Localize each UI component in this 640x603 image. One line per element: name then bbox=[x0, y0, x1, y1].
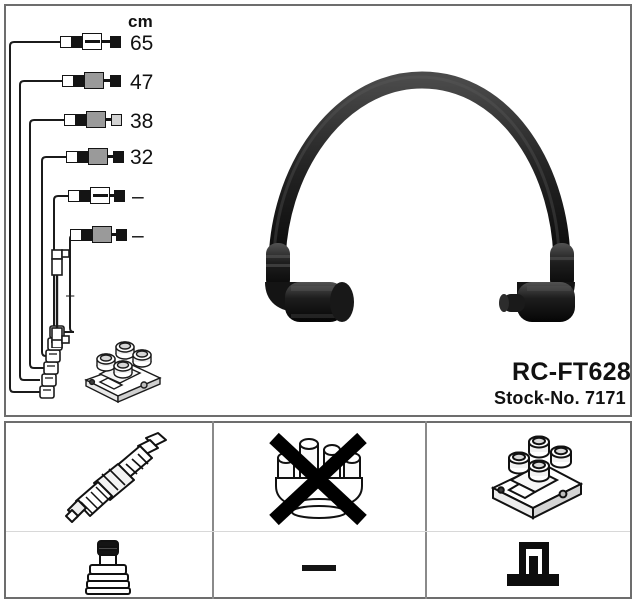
lead6-ferrule bbox=[81, 229, 92, 241]
lead2-ferrule bbox=[73, 75, 84, 87]
spark-plug-icon bbox=[65, 432, 167, 523]
lead4-boot bbox=[88, 148, 108, 165]
plug-boot-icon bbox=[85, 540, 131, 595]
lead2-terminal bbox=[110, 75, 121, 87]
panel-divider-right bbox=[425, 421, 427, 599]
length-value-3: 38 bbox=[130, 110, 154, 133]
lead1-ferrule bbox=[71, 36, 82, 48]
length-value-1: 65 bbox=[130, 32, 154, 55]
ignition-coil-icon bbox=[490, 435, 584, 520]
lead5-terminal bbox=[114, 190, 125, 202]
coil-terminal-icon bbox=[507, 542, 559, 586]
lead4-ferrule bbox=[77, 151, 88, 163]
lead1-boot-line bbox=[85, 40, 100, 43]
lead4-terminal bbox=[113, 151, 124, 163]
distributor-bottom-dash bbox=[302, 565, 336, 571]
panel-divider-left bbox=[212, 421, 214, 599]
lead3-terminal bbox=[111, 114, 122, 126]
lead3-boot bbox=[86, 111, 106, 128]
lead6-terminal bbox=[116, 229, 127, 241]
unit-header: cm bbox=[128, 12, 153, 31]
ignition-cable-photo bbox=[245, 60, 600, 350]
length-value-5: – bbox=[132, 185, 144, 208]
lead5-boot-line bbox=[93, 194, 108, 197]
lead1-terminal bbox=[110, 36, 121, 48]
lead5-ferrule bbox=[79, 190, 90, 202]
length-value-6: – bbox=[132, 224, 144, 247]
panel-row-divider bbox=[6, 531, 630, 532]
length-value-4: 32 bbox=[130, 146, 154, 169]
lead6-boot bbox=[92, 226, 112, 243]
coil-pack-icon bbox=[84, 341, 162, 404]
product-title: RC-FT628 bbox=[512, 358, 632, 386]
lead3-ferrule bbox=[75, 114, 86, 126]
extra-lead-schematic bbox=[51, 249, 70, 348]
length-value-2: 47 bbox=[130, 71, 154, 94]
lead2-boot bbox=[84, 72, 104, 89]
stock-number: Stock-No. 7171 bbox=[494, 388, 626, 408]
distributor-cap-icon bbox=[269, 432, 367, 526]
main-diagram-frame bbox=[4, 4, 632, 417]
